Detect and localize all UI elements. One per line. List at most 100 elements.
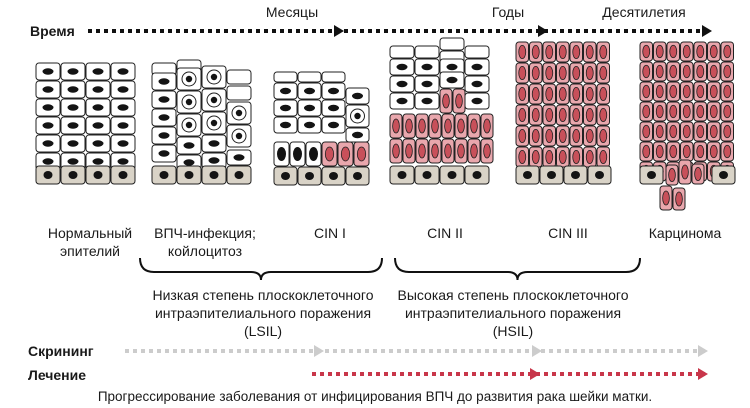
dysplastic-nucleus xyxy=(599,66,608,81)
nucleus xyxy=(472,171,482,179)
nucleus xyxy=(235,132,243,140)
dysplastic-nucleus xyxy=(444,143,452,159)
nucleus xyxy=(42,68,54,75)
stage-label-carcinoma: Карцинома xyxy=(648,225,722,241)
dysplastic-nucleus xyxy=(572,45,581,60)
dysplastic-nucleus xyxy=(669,84,678,99)
dysplastic-nucleus xyxy=(324,146,335,162)
dysplastic-nucleus xyxy=(558,87,567,102)
nucleus xyxy=(158,150,170,157)
nucleus xyxy=(183,142,195,149)
nucleus xyxy=(523,171,532,179)
dysplastic-nucleus xyxy=(572,149,581,164)
nucleus xyxy=(719,171,728,179)
dysplastic-nucleus xyxy=(694,166,702,181)
nucleus xyxy=(210,119,218,127)
timeline-arrowhead xyxy=(702,25,712,37)
dysplastic-nucleus xyxy=(669,44,678,59)
dysplastic-nucleus xyxy=(545,128,554,143)
nucleus xyxy=(42,86,54,93)
hsil-line: интраэпителиального поражения xyxy=(404,305,622,321)
dysplastic-nucleus xyxy=(340,146,351,162)
nucleus xyxy=(277,147,286,161)
dysplastic-nucleus xyxy=(518,66,527,81)
nucleus xyxy=(471,63,483,71)
nucleus xyxy=(396,97,408,105)
dysplastic-nucleus xyxy=(723,44,732,59)
dysplastic-nucleus xyxy=(531,45,540,60)
nucleus xyxy=(280,104,291,112)
dysplastic-nucleus xyxy=(518,45,527,60)
nucleus xyxy=(354,112,361,120)
nucleus xyxy=(42,104,54,111)
flat-cell xyxy=(464,45,490,59)
nucleus xyxy=(353,172,362,180)
dysplastic-nucleus xyxy=(682,44,691,59)
dysplastic-nucleus xyxy=(531,108,540,123)
dysplastic-nucleus xyxy=(572,87,581,102)
treatment-label: Лечение xyxy=(28,367,87,383)
dysplastic-nucleus xyxy=(518,149,527,164)
nucleus xyxy=(185,75,193,83)
flat-cell xyxy=(226,85,252,101)
lsil-line: (LSIL) xyxy=(243,323,283,339)
dysplastic-nucleus xyxy=(682,84,691,99)
dysplastic-nucleus xyxy=(682,144,691,159)
nucleus xyxy=(595,171,604,179)
screening-label: Скрининг xyxy=(28,343,94,359)
nucleus xyxy=(42,140,54,147)
stage-label-cin3: CIN III xyxy=(548,225,588,241)
nucleus xyxy=(92,140,104,147)
dysplastic-nucleus xyxy=(696,144,705,159)
dysplastic-nucleus xyxy=(585,128,594,143)
nucleus xyxy=(42,122,54,129)
dysplastic-nucleus xyxy=(655,64,664,79)
dysplastic-nucleus xyxy=(545,66,554,81)
nucleus xyxy=(92,68,104,75)
nucleus xyxy=(352,131,363,139)
nucleus xyxy=(234,171,244,179)
caption: Прогрессирование заболевания от инфициро… xyxy=(97,389,653,404)
dysplastic-nucleus xyxy=(655,104,664,119)
screening-arrowhead xyxy=(698,345,708,357)
nucleus xyxy=(159,171,169,179)
nucleus xyxy=(329,172,338,180)
nucleus xyxy=(92,86,104,93)
dysplastic-nucleus xyxy=(392,118,400,134)
nucleus xyxy=(42,158,54,165)
nucleus xyxy=(117,122,129,129)
dysplastic-nucleus xyxy=(558,149,567,164)
dysplastic-nucleus xyxy=(545,149,554,164)
dysplastic-nucleus xyxy=(444,118,452,134)
hsil-label: Высокая степень плоскоклеточного интраэп… xyxy=(378,286,648,340)
dysplastic-nucleus xyxy=(356,146,367,162)
dysplastic-nucleus xyxy=(558,108,567,123)
grouping-bracket xyxy=(139,257,383,281)
dysplastic-nucleus xyxy=(709,64,718,79)
timeline-arrowhead xyxy=(334,25,344,37)
nucleus xyxy=(471,97,483,105)
dysplastic-nucleus xyxy=(405,118,413,134)
dysplastic-nucleus xyxy=(669,144,678,159)
time-label: Время xyxy=(30,23,75,39)
stage-label-cin1: CIN I xyxy=(314,225,346,241)
nucleus xyxy=(422,171,432,179)
dysplastic-nucleus xyxy=(696,104,705,119)
dysplastic-nucleus xyxy=(470,143,478,159)
nucleus xyxy=(328,104,339,112)
dysplastic-nucleus xyxy=(599,149,608,164)
dysplastic-nucleus xyxy=(709,44,718,59)
dysplastic-nucleus xyxy=(668,167,676,182)
nucleus xyxy=(305,172,314,180)
dysplastic-nucleus xyxy=(585,87,594,102)
screening-arrowhead xyxy=(314,345,324,357)
dysplastic-nucleus xyxy=(405,143,413,159)
nucleus xyxy=(280,87,291,95)
nucleus xyxy=(208,140,220,147)
stage-label-hpv: ВПЧ-инфекция; койлоцитоз xyxy=(140,224,270,260)
nucleus xyxy=(158,78,170,85)
flat-cell xyxy=(389,45,415,59)
dysplastic-nucleus xyxy=(723,84,732,99)
nucleus xyxy=(67,104,79,111)
